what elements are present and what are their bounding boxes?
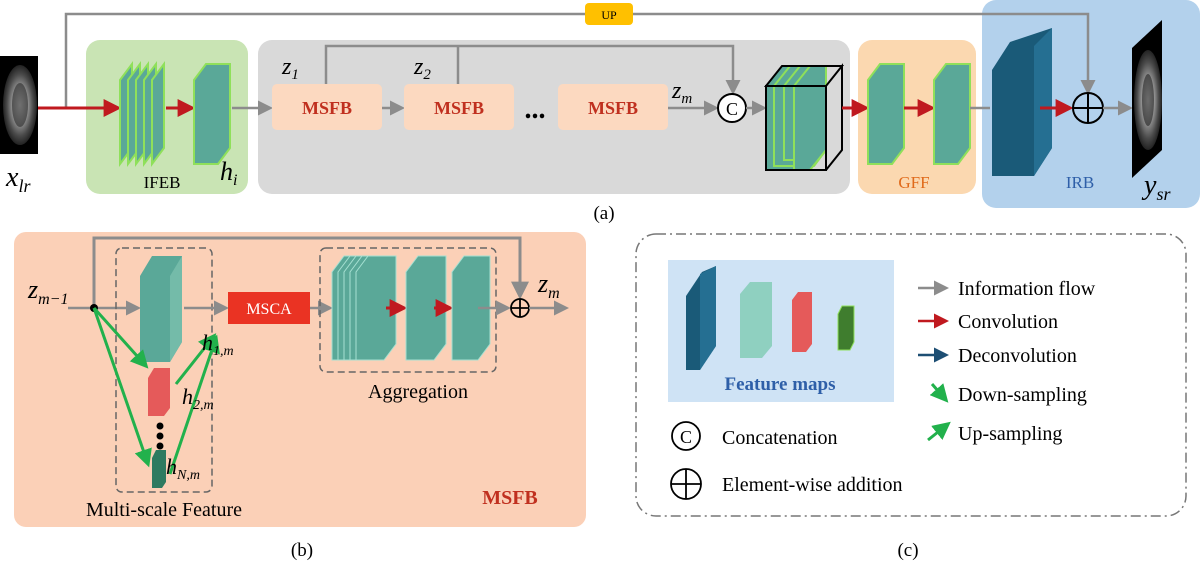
- aggregation-dashed-box: [319, 247, 497, 373]
- concat-feature-block: [763, 63, 845, 171]
- msfb-ellipsis: ...: [525, 94, 546, 125]
- msfb-block-m-label: MSFB: [588, 98, 638, 118]
- msfb-block-m: [558, 84, 668, 130]
- z1-label: z1: [281, 54, 299, 83]
- aggregation-feature-stack: [331, 255, 397, 361]
- legend-up-arrow: [927, 421, 951, 442]
- legend-green-map: [837, 305, 855, 351]
- down-sample-arrow-1: [92, 306, 149, 369]
- msfb-block-1: [272, 84, 382, 130]
- concat-symbol-letter: C: [726, 99, 738, 119]
- h1m-feature-map-side: [170, 256, 182, 362]
- msfb-title: MSFB: [482, 487, 538, 509]
- aggregation-label: Aggregation: [368, 381, 468, 403]
- output-sr-image: [1132, 20, 1162, 178]
- y-sr-label: ysr: [1141, 170, 1171, 204]
- legend-down-arrow: [929, 383, 949, 403]
- legend-red-map: [792, 292, 812, 352]
- gff-label: GFF: [898, 173, 929, 192]
- irb-map-side: [1034, 28, 1052, 176]
- legend-concat-letter: C: [680, 427, 692, 447]
- ellipsis-dot-1: [156, 422, 164, 430]
- msfb-block-2: [404, 84, 514, 130]
- ifeb-feature-stack: [119, 61, 165, 167]
- gff-map-1: [867, 63, 905, 165]
- gff-map-2: [933, 63, 971, 165]
- msfb-skip-line: [92, 236, 529, 308]
- legend-concat-symbol: [671, 421, 701, 451]
- msfb-block-2-label: MSFB: [434, 98, 484, 118]
- ellipsis-dot-2: [156, 432, 164, 440]
- legend-deconv-label: Deconvolution: [958, 345, 1077, 367]
- msca-box: [228, 292, 310, 324]
- ifeb-label: IFEB: [144, 173, 181, 192]
- z1-to-concat-line: [324, 44, 741, 95]
- feature-maps-label: Feature maps: [725, 374, 836, 395]
- caption-b: (b): [291, 540, 313, 561]
- h2m-label: h2,m: [182, 384, 214, 413]
- up-label: UP: [601, 8, 617, 22]
- multiscale-label: Multi-scale Feature: [86, 499, 242, 521]
- panel-c: Feature maps C Concatenation Element-wis…: [635, 233, 1187, 561]
- legend-navy-map-side: [700, 266, 716, 370]
- up-skip-line: [64, 12, 585, 108]
- agg-map-3: [451, 255, 491, 361]
- input-lr-image: [0, 56, 38, 154]
- msfb-block-1-label: MSFB: [302, 98, 352, 118]
- zm1-label: zm−1: [27, 275, 68, 308]
- hi-label: hi: [220, 157, 237, 189]
- x-lr-label: xlr: [5, 162, 31, 196]
- hi-feature-map: [193, 63, 231, 165]
- msfb-detail-box: [14, 232, 586, 527]
- legend-up-label: Up-sampling: [958, 423, 1062, 445]
- up-box: [585, 3, 633, 25]
- ellipsis-dot-3: [156, 442, 164, 450]
- z2-label: z2: [413, 54, 431, 83]
- down-sample-arrow-2: [92, 307, 152, 468]
- concatenation-label: Concatenation: [722, 427, 838, 449]
- legend-dashed-box: [635, 233, 1187, 517]
- caption-c: (c): [897, 540, 918, 561]
- legend-conv-label: Convolution: [958, 311, 1058, 333]
- msca-label: MSCA: [246, 301, 292, 318]
- legend-teal-map: [740, 282, 772, 358]
- caption-a: (a): [593, 203, 614, 224]
- up-skip-line-right: [633, 12, 1096, 95]
- up-sample-arrow-2: [168, 334, 220, 475]
- agg-map-2: [405, 255, 447, 361]
- irb-label: IRB: [1066, 173, 1094, 192]
- panel-b: zm−1 h1,m h2,m hN,m MSCA: [14, 232, 586, 561]
- legend-info-flow-label: Information flow: [958, 278, 1096, 300]
- msfb-chain-box: [258, 40, 850, 194]
- zm-label: zm: [671, 78, 692, 107]
- elementwise-label: Element-wise addition: [722, 474, 903, 496]
- panel-a: UP xlr IFEB hi MSFB MSFB ...: [0, 0, 1200, 224]
- h2m-feature-map: [148, 368, 170, 416]
- hnm-feature-map: [152, 450, 166, 488]
- legend-down-label: Down-sampling: [958, 384, 1087, 406]
